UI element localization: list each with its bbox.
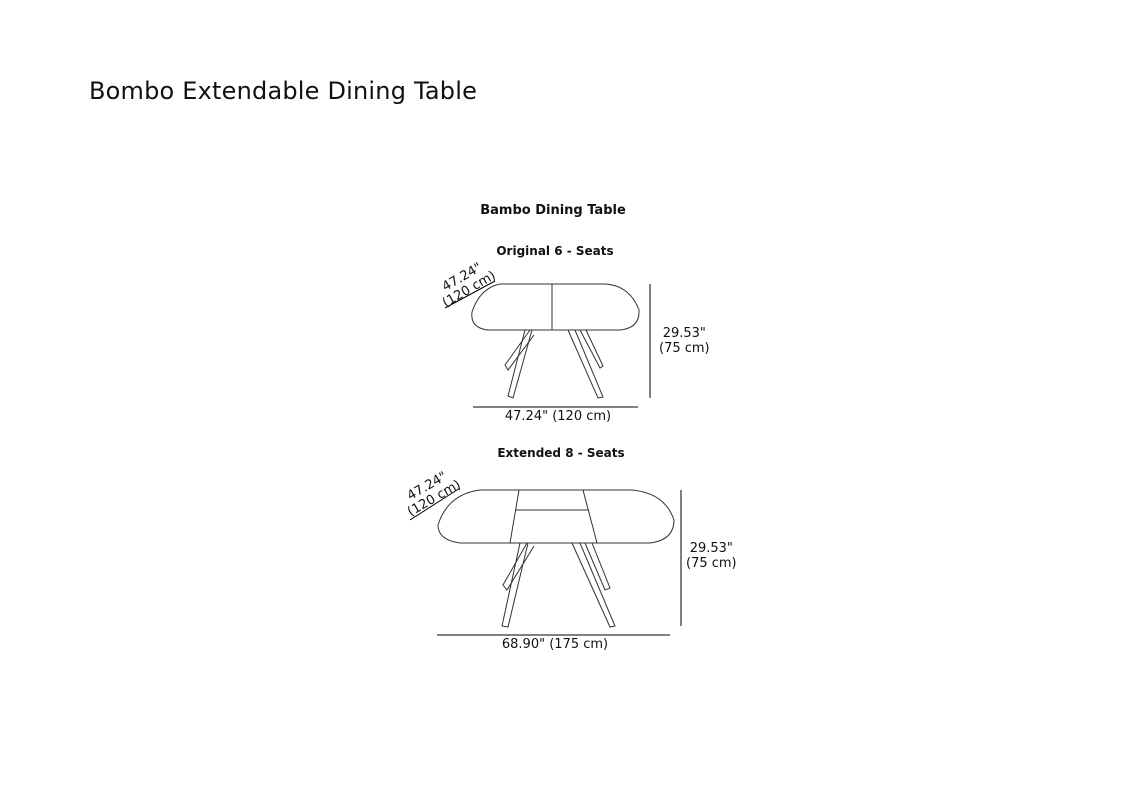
original-heading: Original 6 - Seats xyxy=(496,244,614,258)
extended-dimension-lines xyxy=(409,487,682,636)
page-title: Bombo Extendable Dining Table xyxy=(89,77,478,105)
extended-width-label: 68.90" (175 cm) xyxy=(501,637,609,652)
original-table-drawing xyxy=(471,283,640,399)
height-cm: (75 cm) xyxy=(659,341,710,356)
height-inches: 29.53" xyxy=(662,326,706,341)
original-height-label: 29.53"(75 cm) xyxy=(659,326,710,356)
original-dimension-lines xyxy=(444,280,651,408)
original-width-label: 47.24" (120 cm) xyxy=(504,409,612,424)
diagram-title: Bambo Dining Table xyxy=(480,203,626,218)
extended-height-label: 29.53"(75 cm) xyxy=(686,541,737,571)
extended-heading: Extended 8 - Seats xyxy=(497,446,625,460)
height-inches: 29.53" xyxy=(689,541,733,556)
height-cm: (75 cm) xyxy=(686,556,737,571)
extended-table-drawing xyxy=(437,489,675,628)
